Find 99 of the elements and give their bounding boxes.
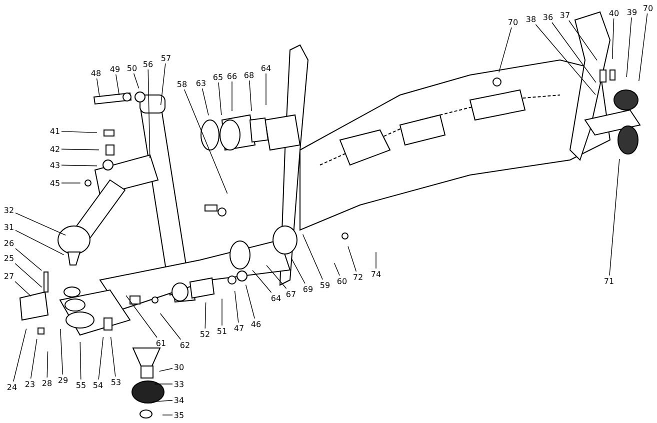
callout-number: 26 [4, 238, 14, 248]
leader-line [46, 351, 48, 378]
leader-line [612, 18, 614, 60]
leader-line [15, 230, 64, 256]
callout-number: 56 [142, 60, 154, 68]
leader-line [568, 20, 598, 61]
callout-number: 25 [4, 254, 14, 262]
leader-line [266, 264, 287, 289]
leader-line [626, 17, 632, 78]
leader-line [204, 302, 206, 329]
leader-line [148, 69, 150, 158]
leader-line [609, 158, 620, 276]
callout-number: 24 [6, 382, 18, 392]
callout-number: 68 [244, 70, 254, 80]
callout-number: 46 [250, 320, 262, 328]
callout-number: 61 [156, 338, 166, 348]
leader-line [80, 342, 82, 380]
leader-line [245, 284, 255, 319]
callout-number: 43 [50, 160, 60, 170]
callout-number: 29 [58, 376, 68, 384]
callout-number: 57 [160, 54, 172, 62]
callout-number: 58 [176, 80, 188, 88]
callout-number: 50 [126, 64, 138, 72]
callout-number: 51 [216, 326, 228, 336]
leader-line [126, 295, 158, 338]
callout-number: 45 [50, 178, 60, 188]
leader-line [638, 13, 648, 82]
leader-line [96, 78, 100, 96]
callout-number: 70 [508, 18, 518, 26]
callout-number: 72 [352, 272, 364, 282]
callout-number: 74 [370, 270, 382, 278]
callout-number: 38 [526, 14, 536, 24]
callout-number: 42 [50, 144, 60, 154]
leader-line [15, 248, 42, 271]
callout-number: 62 [180, 340, 190, 350]
callout-number: 47 [234, 324, 244, 332]
leader-line [302, 234, 323, 280]
callout-number: 64 [270, 294, 282, 302]
leader-line [249, 80, 252, 112]
leader-line [498, 27, 512, 73]
callout-number: 35 [174, 410, 184, 420]
leader-line [334, 262, 340, 276]
leader-line [234, 290, 239, 323]
leader-line [30, 338, 38, 379]
leader-line [61, 130, 98, 134]
leader-line [160, 63, 166, 106]
leader-line [13, 328, 27, 382]
leader-line [14, 281, 32, 297]
callout-number: 40 [608, 8, 620, 18]
leader-line [552, 22, 596, 83]
leader-line [61, 182, 81, 184]
leader-line [218, 82, 222, 116]
callout-number: 41 [50, 126, 60, 136]
callout-number: 71 [604, 276, 614, 286]
callout-number: 30 [174, 362, 184, 372]
leader-line [15, 212, 66, 236]
leader-line [252, 270, 272, 293]
callout-number: 32 [4, 206, 14, 214]
callout-number: 49 [110, 64, 120, 74]
leader-line [61, 148, 100, 150]
callout-number: 27 [4, 272, 14, 280]
leader-line [184, 89, 228, 194]
callout-number: 48 [90, 68, 102, 78]
callout-number: 64 [260, 64, 272, 72]
callout-number: 70 [642, 4, 654, 12]
leader-line [162, 414, 173, 416]
leader-line [61, 164, 98, 166]
callout-number: 55 [76, 380, 86, 390]
leader-line [133, 73, 140, 89]
leader-line [116, 74, 120, 96]
leader-line [290, 258, 306, 284]
callout-number: 33 [174, 380, 184, 388]
callout-number: 28 [42, 378, 52, 388]
callout-number: 69 [302, 284, 314, 294]
leader-line [535, 24, 596, 96]
callout-number: 31 [4, 222, 14, 232]
leader-line [348, 246, 357, 272]
callout-number: 66 [226, 72, 238, 80]
callout-number: 34 [174, 396, 184, 404]
callout-number: 52 [200, 330, 210, 338]
leader-line [202, 88, 209, 116]
callout-number: 60 [336, 276, 348, 286]
callout-number: 39 [626, 8, 638, 16]
leader-line [98, 336, 104, 380]
callout-number: 67 [286, 290, 296, 298]
leader-line [14, 263, 42, 288]
leader-line [152, 400, 173, 402]
leader-line [158, 368, 173, 372]
callout-number: 65 [212, 72, 224, 82]
callout-number: 63 [196, 78, 206, 88]
leader-line [160, 313, 182, 340]
callout-number: 53 [110, 378, 122, 386]
callout-number: 36 [542, 12, 554, 22]
leader-line [110, 336, 116, 377]
callout-number: 54 [92, 380, 104, 390]
callout-number: 37 [560, 10, 570, 20]
callout-number: 23 [24, 380, 36, 388]
leader-line [60, 328, 64, 375]
callout-number: 59 [320, 280, 330, 290]
